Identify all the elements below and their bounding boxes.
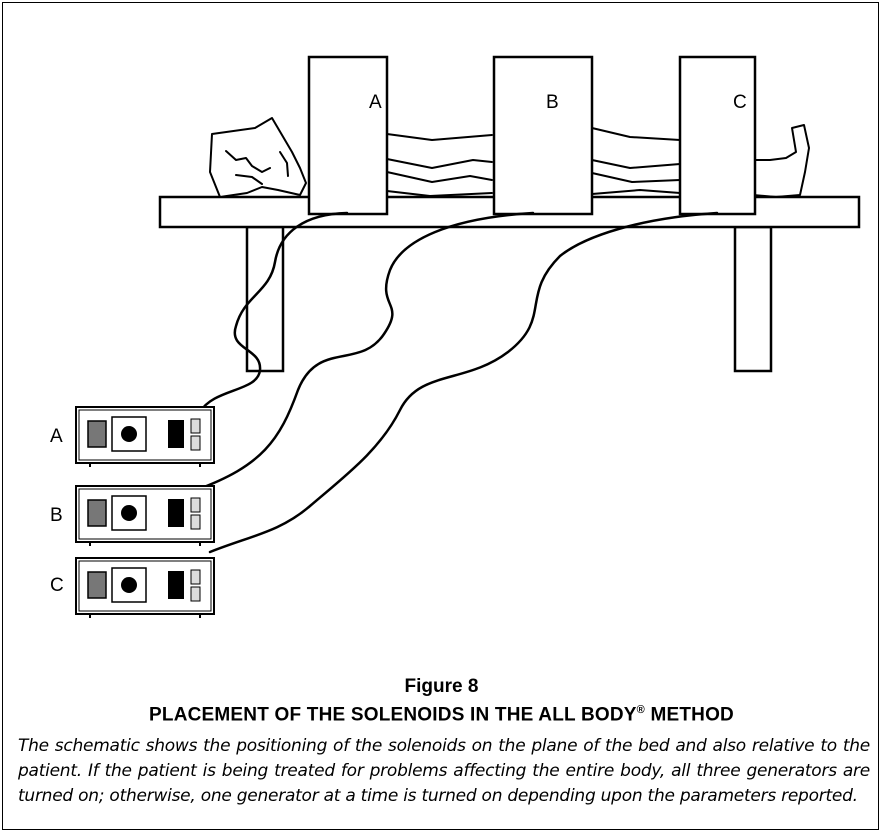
figure-title-text: PLACEMENT OF THE SOLENOIDS IN THE ALL BO… [149,704,637,726]
generator-label-c: C [50,575,64,596]
cable-c [208,211,719,554]
dial-knob-icon [121,505,137,521]
power-switch-icon [87,499,107,527]
generator-a [75,406,215,467]
display-icon [168,499,184,527]
figure-title: PLACEMENT OF THE SOLENOIDS IN THE ALL BO… [0,704,883,726]
solenoid-box-b [492,55,594,216]
generator-label-b: B [50,505,63,526]
power-switch-icon [87,420,107,448]
solenoid-box-c [678,55,757,216]
dial-knob-icon [121,577,137,593]
cable-b [194,211,535,492]
figure-title-suffix: METHOD [644,704,734,726]
registered-mark: ® [636,704,645,716]
figure-number: Figure 8 [404,676,479,697]
solenoid-label-a: A [369,92,382,113]
figure-description: The schematic shows the positioning of t… [18,736,870,806]
solenoid-box-a [307,55,389,216]
patient-figure [209,117,810,198]
generator-b [75,485,215,546]
generator-c [75,557,215,618]
solenoid-label-b: B [546,92,559,113]
bed-leg-right [733,225,773,373]
cable-a [198,211,349,414]
display-icon [168,420,184,448]
solenoid-label-c: C [733,92,747,113]
display-icon [168,571,184,599]
generator-label-a: A [50,426,63,447]
dial-knob-icon [121,426,137,442]
solenoid-placement-schematic: A B C [50,55,861,618]
power-switch-icon [87,571,107,599]
